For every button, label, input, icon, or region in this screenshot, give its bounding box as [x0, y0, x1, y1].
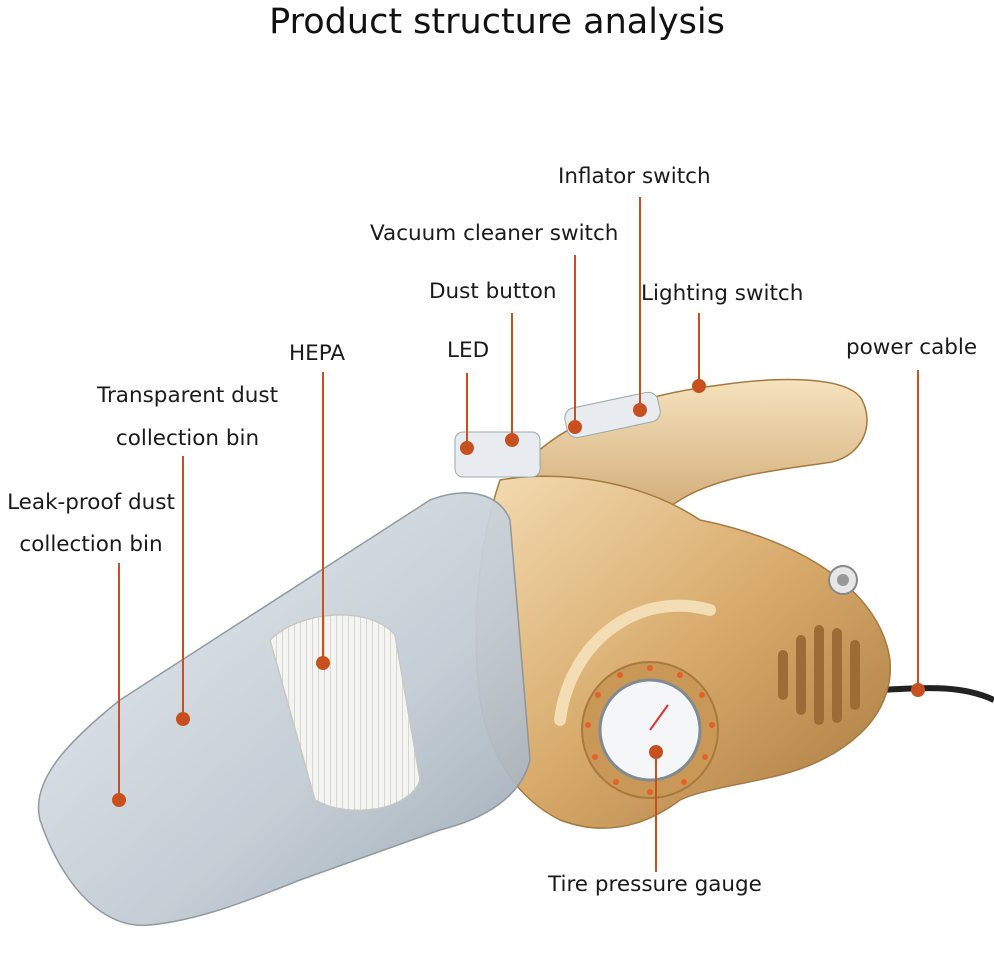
top-switch-panel	[564, 391, 661, 439]
label-leakproof-bin: Leak-proof dust collection bin	[0, 490, 182, 558]
hepa-filter	[269, 614, 421, 812]
label-dust-button: Dust button	[429, 279, 557, 304]
label-led: LED	[447, 338, 490, 363]
label-transparent-bin: Transparent dust collection bin	[90, 383, 285, 452]
label-tire-pressure-gauge: Tire pressure gauge	[548, 872, 762, 897]
label-transparent-bin-line1: Transparent dust	[96, 383, 279, 408]
label-inflator-switch: Inflator switch	[558, 164, 711, 189]
label-transparent-bin-line2: collection bin	[115, 425, 260, 451]
label-hepa: HEPA	[289, 341, 346, 366]
label-leakproof-bin-line2: collection bin	[19, 531, 163, 557]
diagram-title: Product structure analysis	[269, 2, 725, 42]
power-cable-wire	[879, 685, 994, 703]
vent-slots	[778, 625, 860, 725]
label-vacuum-cleaner-switch: Vacuum cleaner switch	[370, 221, 619, 246]
label-power-cable: power cable	[846, 335, 978, 360]
label-lighting-switch: Lighting switch	[641, 281, 804, 306]
light-arc	[554, 599, 716, 726]
dust-bin	[37, 492, 531, 926]
led-switch-body	[454, 431, 541, 478]
label-leakproof-bin-line1: Leak-proof dust	[7, 490, 175, 515]
